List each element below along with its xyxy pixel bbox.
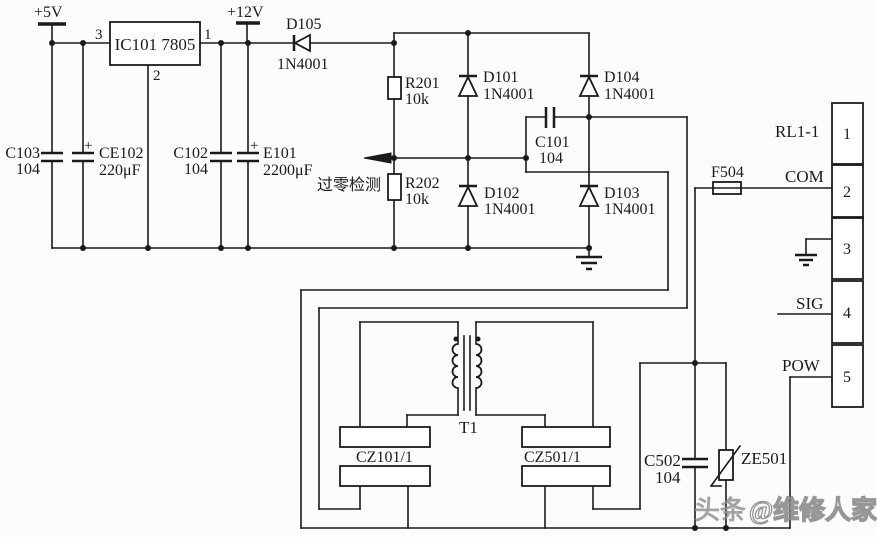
watermark-handle: @维修人家: [749, 495, 877, 525]
c103-ref: C103: [5, 145, 40, 162]
varistor-ze501: ZE501: [709, 444, 787, 488]
ic101-pin2-label: 2: [153, 68, 161, 84]
c101-value: 104: [539, 150, 563, 167]
diode-d102: D102 1N4001: [457, 184, 536, 218]
rl1-com-label: COM: [785, 167, 824, 186]
ic101-pin3-label: 3: [95, 27, 103, 43]
resistor-r202: R202 10k: [387, 173, 440, 208]
ground-symbol-main: [576, 247, 602, 271]
capacitor-c103: C103 104: [5, 145, 63, 178]
relay-rl1-1: RL1-1 1 2 3 4 5 COM SIG POW: [775, 102, 864, 408]
rl1-pin-2: 2: [843, 184, 851, 201]
f504-ref: F504: [711, 164, 744, 181]
d103-ref: D103: [604, 185, 640, 202]
diode-d104: D104 1N4001: [578, 69, 656, 103]
fuse-f504: F504: [711, 164, 744, 195]
ce102-ref: CE102: [99, 145, 143, 162]
d105-part: 1N4001: [277, 56, 329, 73]
watermark: 头条 @维修人家: [694, 494, 877, 525]
e101-polarity: +: [250, 138, 258, 154]
ic101-regulator: IC101 7805 3 1 2: [95, 21, 212, 84]
rl1-pin-5: 5: [843, 369, 851, 386]
ic101-pin1-label: 1: [204, 27, 212, 43]
capacitor-c101: C101 104: [535, 107, 570, 167]
rl1-pin-3: 3: [843, 241, 851, 258]
ze501-ref: ZE501: [741, 449, 787, 468]
capacitor-e101: + E101 2200μF: [237, 138, 313, 179]
e101-value: 2200μF: [263, 162, 313, 179]
t1-polarity-dot-left: [453, 336, 459, 342]
c101-ref: C101: [535, 134, 570, 151]
t1-polarity-dot-right: [475, 336, 481, 342]
capacitor-c502: C502 104: [644, 451, 708, 487]
diode-d105: D105 1N4001: [277, 16, 329, 73]
ce102-polarity: +: [84, 138, 92, 154]
t1-ref: T1: [459, 418, 478, 437]
capacitor-c102: C102 104: [173, 145, 232, 178]
ic101-label: IC101 7805: [115, 35, 196, 54]
resistor-r201: R201 10k: [387, 75, 440, 108]
junction-dots: [49, 30, 729, 531]
c103-value: 104: [16, 161, 40, 178]
r201-ref: R201: [405, 75, 440, 92]
d104-part: 1N4001: [604, 86, 656, 103]
d104-ref: D104: [604, 69, 640, 86]
watermark-prefix: 头条: [694, 496, 747, 525]
c502-value: 104: [655, 468, 681, 487]
d102-ref: D102: [484, 185, 520, 202]
rail-12v-label: +12V: [227, 4, 264, 21]
transformer-t1: T1: [451, 335, 483, 437]
connector-cz101: CZ101/1: [339, 426, 431, 487]
rl1-pow-label: POW: [782, 356, 821, 375]
c102-value: 104: [184, 161, 208, 178]
capacitor-ce102: + CE102 220μF: [72, 138, 143, 179]
rail-5v-label: +5V: [34, 4, 63, 21]
r201-value: 10k: [405, 91, 429, 108]
r202-value: 10k: [405, 191, 429, 208]
r202-ref: R202: [405, 175, 440, 192]
connector-cz501: CZ501/1: [521, 426, 611, 487]
c102-ref: C102: [173, 145, 208, 162]
rail-12v: +12V: [227, 4, 264, 25]
zero-cross-detect: 过零检测: [317, 152, 392, 194]
e101-ref: E101: [263, 145, 297, 162]
rl1-sig-label: SIG: [796, 294, 823, 313]
rl1-pin-4: 4: [843, 305, 851, 322]
ce102-value: 220μF: [99, 162, 141, 179]
d103-part: 1N4001: [604, 201, 656, 218]
d101-part: 1N4001: [483, 86, 535, 103]
zero-cross-label: 过零检测: [317, 176, 381, 194]
circuit-wiring: [51, 22, 833, 529]
rl1-pin-1: 1: [843, 126, 851, 143]
diode-d101: D101 1N4001: [457, 69, 535, 103]
diode-d103: D103 1N4001: [578, 184, 656, 218]
cz101-ref: CZ101/1: [356, 449, 413, 466]
rl1-ref: RL1-1: [775, 122, 819, 141]
d102-part: 1N4001: [484, 201, 536, 218]
d105-ref: D105: [286, 16, 322, 33]
d101-ref: D101: [483, 69, 519, 86]
c502-ref: C502: [644, 451, 681, 470]
cz501-ref: CZ501/1: [524, 449, 581, 466]
ground-symbol-relay: [795, 253, 817, 267]
rail-5v: +5V: [34, 4, 66, 26]
